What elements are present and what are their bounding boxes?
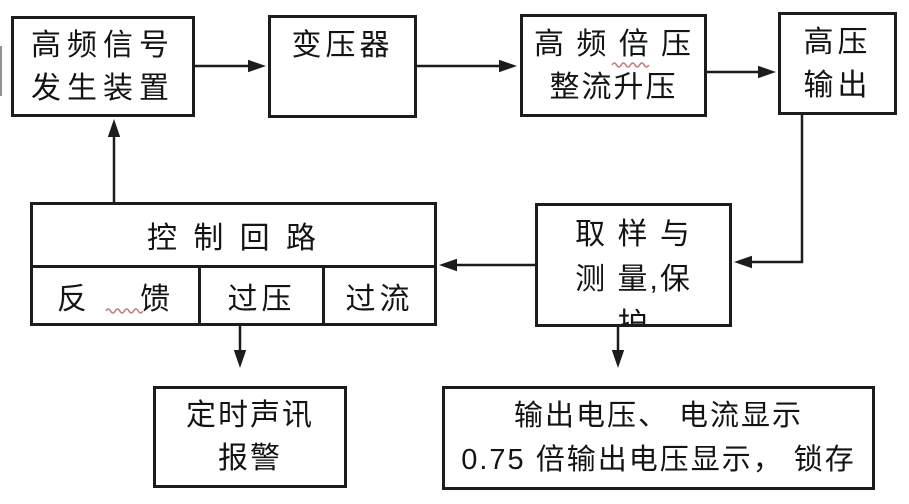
arrow-transformer-to-doubler bbox=[417, 59, 517, 73]
arrow-doubler-to-hv-output bbox=[707, 65, 776, 79]
box-signal-generator: 高频信号 发生装置 bbox=[11, 16, 195, 117]
box-hv-output: 高压 输出 bbox=[778, 12, 897, 115]
cell-overcurrent: 过流 bbox=[345, 282, 414, 316]
box-voltage-doubler-line1: 高 频 倍 压 bbox=[533, 27, 693, 61]
box-hv-output-line1: 高压 bbox=[803, 25, 872, 59]
box-transformer-label: 变压器 bbox=[291, 29, 394, 62]
box-sampling-measure-protect: 取 样 与 测 量,保 护 bbox=[535, 203, 732, 327]
box-signal-generator-line1: 高频信号 bbox=[31, 28, 175, 62]
arrow-sampling-to-control bbox=[439, 258, 535, 272]
arrow-overvoltage-to-alarm bbox=[233, 326, 247, 368]
box-display-line2: 0.75 倍输出电压显示， 锁存 bbox=[461, 444, 856, 476]
box-alarm-line1: 定时声讯 bbox=[186, 399, 314, 432]
box-timed-audio-alarm: 定时声讯 报警 bbox=[153, 386, 347, 488]
box-voltage-doubler-rectifier: 高 频 倍 压 整流升压 bbox=[520, 14, 707, 117]
box-display-line1: 输出电压、 电流显示 bbox=[513, 400, 804, 432]
box-sampling-line2: 测 量,保 bbox=[575, 263, 692, 296]
arrow-signal-to-transformer bbox=[195, 59, 266, 73]
arrow-control-to-signal bbox=[107, 119, 121, 202]
box-output-display-latch: 输出电压、 电流显示 0.75 倍输出电压显示， 锁存 bbox=[442, 386, 875, 490]
box-sampling-line3-clipped: 护 bbox=[617, 308, 650, 327]
box-hv-output-line2: 输出 bbox=[803, 68, 872, 102]
box-sampling-line1: 取 样 与 bbox=[575, 218, 692, 251]
cell-feedback: 反 馈 bbox=[33, 268, 201, 323]
box-control-loop: 控 制 回 路 反 馈 过压 过流 bbox=[30, 202, 437, 326]
box-voltage-doubler-line2: 整流升压 bbox=[549, 70, 678, 104]
scan-artifact bbox=[0, 46, 2, 96]
box-alarm-line2: 报警 bbox=[218, 442, 282, 475]
arrow-sampling-to-display bbox=[611, 327, 625, 368]
box-transformer: 变压器 bbox=[268, 15, 417, 118]
cell-overvoltage: 过压 bbox=[201, 268, 325, 323]
control-loop-title: 控 制 回 路 bbox=[33, 205, 434, 268]
arrow-hv-output-to-sampling bbox=[734, 115, 804, 269]
box-signal-generator-line2: 发生装置 bbox=[31, 71, 175, 105]
control-loop-cells: 反 馈 过压 过流 bbox=[33, 268, 434, 323]
